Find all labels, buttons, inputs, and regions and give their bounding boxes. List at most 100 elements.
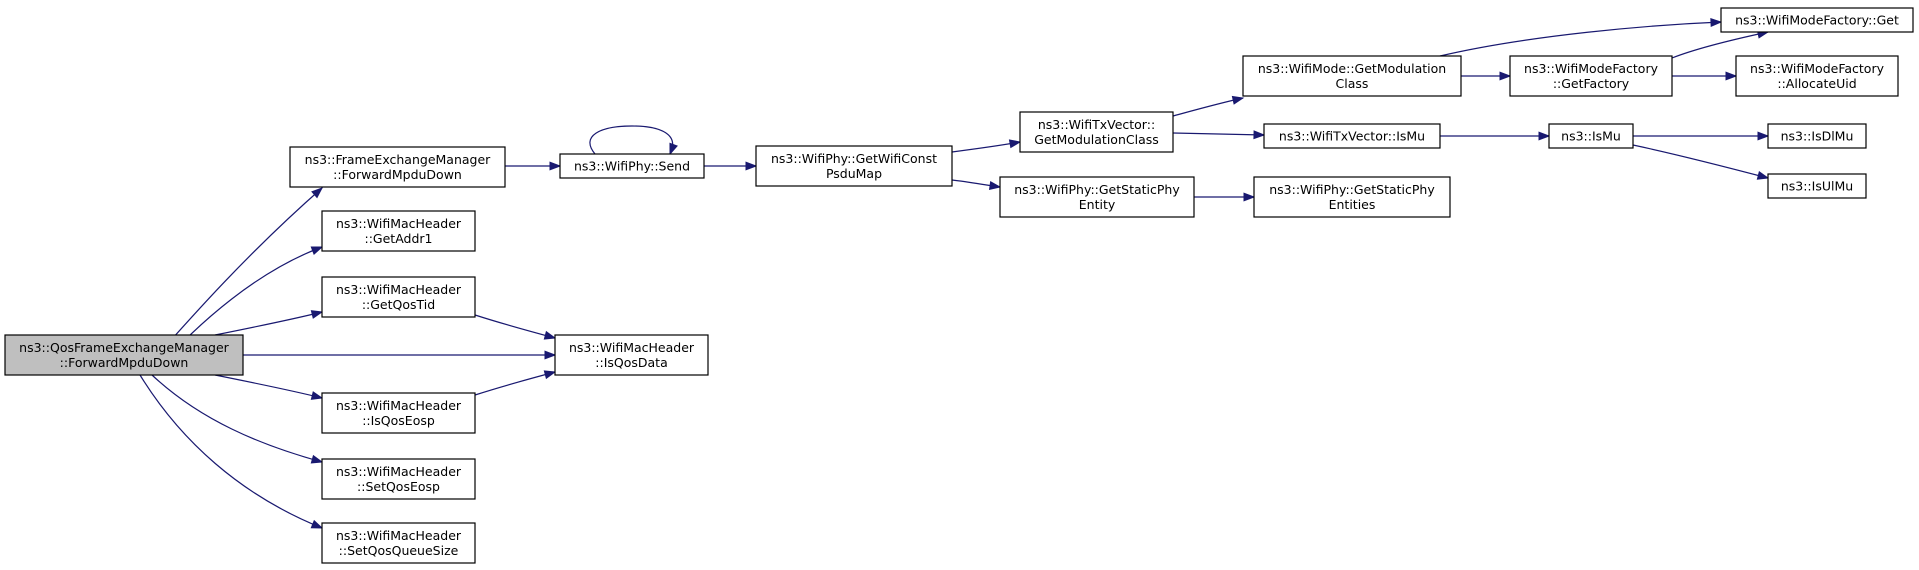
node-set-qos-queue-size[interactable]: ns3::WifiMacHeader::SetQosQueueSize xyxy=(321,522,476,564)
edge-txv_is_mu-to-is_mu xyxy=(1440,131,1551,141)
node-root[interactable]: ns3::QosFrameExchangeManager::ForwardMpd… xyxy=(4,334,244,376)
node-mode-factory-get[interactable]: ns3::WifiModeFactory::Get xyxy=(1720,7,1914,33)
node-phy-send[interactable]: ns3::WifiPhy::Send xyxy=(559,153,705,179)
node-is-dl-mu[interactable]: ns3::IsDlMu xyxy=(1767,123,1867,149)
edge-arrowhead xyxy=(1243,192,1256,202)
node-label-line: ns3::IsMu xyxy=(1561,129,1621,144)
node-box xyxy=(1509,55,1673,97)
edge-arrowhead xyxy=(1008,139,1022,149)
node-label-line: ns3::WifiModeFactory::Get xyxy=(1735,13,1899,28)
edge-line xyxy=(1172,132,1265,136)
node-label-line: GetModulationClass xyxy=(1034,132,1159,147)
edge-txv_get_mod_class-to-txv_is_mu xyxy=(1172,130,1266,140)
node-label-line: ::SetQosEosp xyxy=(357,479,440,494)
node-box xyxy=(321,522,476,564)
node-label-line: ns3::WifiPhy::GetStaticPhy xyxy=(1269,182,1435,197)
edge-txv_get_mod_class-to-mode_get_mod_class xyxy=(1172,95,1245,117)
node-box xyxy=(1019,111,1174,153)
node-box xyxy=(1767,173,1867,199)
edge-line xyxy=(151,374,323,463)
node-box xyxy=(1242,55,1462,97)
edge-arrowhead xyxy=(310,310,324,319)
node-box xyxy=(1767,123,1867,149)
edge-line xyxy=(139,374,323,529)
edge-arrowhead xyxy=(1756,170,1770,180)
edge-root-to-is_qos_data xyxy=(243,350,557,360)
node-is-ul-mu[interactable]: ns3::IsUlMu xyxy=(1767,173,1867,199)
edge-arrowhead xyxy=(1710,17,1723,27)
node-box xyxy=(321,276,476,318)
edge-fem_forward-to-phy_send xyxy=(505,161,562,171)
edge-arrowhead xyxy=(1231,95,1245,105)
node-label-line: ns3::WifiModeFactory xyxy=(1750,61,1885,76)
node-label-line: ns3::QosFrameExchangeManager xyxy=(19,340,229,355)
node-box xyxy=(1263,123,1441,149)
node-box xyxy=(321,458,476,500)
edge-is_qos_eosp-to-is_qos_data xyxy=(474,370,557,396)
node-label-line: Entity xyxy=(1079,197,1116,212)
node-get-addr1[interactable]: ns3::WifiMacHeader::GetAddr1 xyxy=(321,210,476,252)
edge-line xyxy=(1632,144,1769,179)
node-box xyxy=(1735,55,1899,97)
edge-arrowhead xyxy=(543,330,557,340)
node-txv-is-mu[interactable]: ns3::WifiTxVector::IsMu xyxy=(1263,123,1441,149)
node-label-line: ::AllocateUid xyxy=(1777,76,1856,91)
node-box xyxy=(999,176,1195,218)
node-label-line: ns3::WifiPhy::GetStaticPhy xyxy=(1014,182,1180,197)
node-label-line: ns3::WifiMode::GetModulation xyxy=(1258,61,1446,76)
node-box xyxy=(755,145,953,187)
edge-arrowhead xyxy=(310,391,324,400)
node-get-qos-tid[interactable]: ns3::WifiMacHeader::GetQosTid xyxy=(321,276,476,318)
node-label-line: ns3::WifiMacHeader xyxy=(336,282,462,297)
node-label-line: ::SetQosQueueSize xyxy=(339,543,459,558)
edge-root-to-get_qos_tid xyxy=(214,310,324,336)
call-nodes: ns3::QosFrameExchangeManager::ForwardMpd… xyxy=(4,7,1914,564)
edge-line xyxy=(1439,21,1722,57)
edge-mode_factory_get_factory-to-mode_factory_allocate_uid xyxy=(1672,71,1738,81)
edge-is_mu-to-is_dl_mu xyxy=(1633,131,1770,141)
edge-get_static_phy_entity-to-get_static_phy_entities xyxy=(1194,192,1256,202)
edge-arrowhead xyxy=(543,370,557,380)
call-edges xyxy=(139,17,1770,529)
node-mode-factory-allocate-uid[interactable]: ns3::WifiModeFactory::AllocateUid xyxy=(1735,55,1899,97)
edge-root-to-is_qos_eosp xyxy=(214,374,324,400)
node-label-line: PsduMap xyxy=(826,166,882,181)
node-label-line: ns3::WifiMacHeader xyxy=(336,528,462,543)
node-box xyxy=(1548,123,1634,149)
node-fem-forward[interactable]: ns3::FrameExchangeManager::ForwardMpduDo… xyxy=(289,146,506,188)
node-is-qos-data[interactable]: ns3::WifiMacHeader::IsQosData xyxy=(554,334,709,376)
edge-line xyxy=(474,371,556,396)
node-box xyxy=(289,146,506,188)
node-label-line: ns3::WifiMacHeader xyxy=(569,340,695,355)
edge-arrowhead xyxy=(549,161,562,171)
node-set-qos-eosp[interactable]: ns3::WifiMacHeader::SetQosEosp xyxy=(321,458,476,500)
node-label-line: ns3::WifiPhy::Send xyxy=(574,159,690,174)
edge-line xyxy=(474,314,556,339)
node-label-line: ns3::IsDlMu xyxy=(1781,129,1854,144)
node-mode-get-mod-class[interactable]: ns3::WifiMode::GetModulationClass xyxy=(1242,55,1462,97)
node-is-mu[interactable]: ns3::IsMu xyxy=(1548,123,1634,149)
edge-get_wifi_const_psdu-to-txv_get_mod_class xyxy=(951,139,1022,153)
node-label-line: ns3::WifiTxVector:: xyxy=(1038,117,1155,132)
edge-get_wifi_const_psdu-to-get_static_phy_entity xyxy=(951,179,1002,191)
edge-line xyxy=(1172,97,1244,117)
node-label-line: ns3::IsUlMu xyxy=(1781,179,1853,194)
node-label-line: ::ForwardMpduDown xyxy=(60,355,189,370)
node-txv-get-mod-class[interactable]: ns3::WifiTxVector::GetModulationClass xyxy=(1019,111,1174,153)
node-is-qos-eosp[interactable]: ns3::WifiMacHeader::IsQosEosp xyxy=(321,392,476,434)
node-label-line: ::GetAddr1 xyxy=(365,231,433,246)
edge-arrowhead xyxy=(669,142,678,156)
node-mode-factory-get-factory[interactable]: ns3::WifiModeFactory::GetFactory xyxy=(1509,55,1673,97)
edge-arrowhead xyxy=(1499,71,1512,81)
edge-arrowhead xyxy=(1757,131,1770,141)
node-label-line: ns3::WifiMacHeader xyxy=(336,464,462,479)
node-box xyxy=(321,392,476,434)
edge-arrowhead xyxy=(988,181,1002,191)
node-box xyxy=(321,210,476,252)
node-label-line: ns3::WifiMacHeader xyxy=(336,216,462,231)
edge-arrowhead xyxy=(544,350,557,360)
